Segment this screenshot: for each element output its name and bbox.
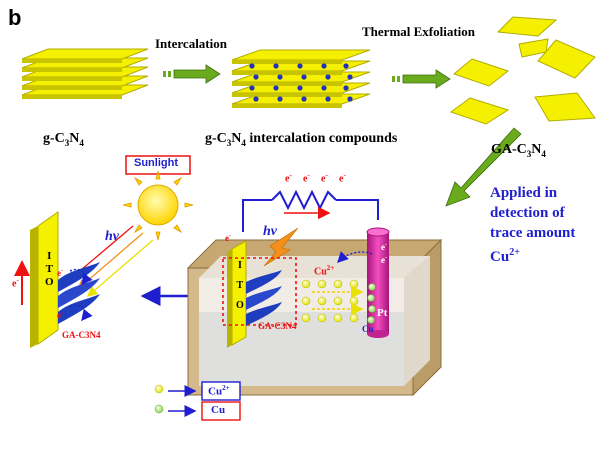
ito-letter: T — [236, 280, 244, 291]
external-circuit — [242, 189, 379, 232]
ga-label-zoom: GA-C3N4 — [62, 330, 101, 340]
ga-label-cell: GA-C3N4 — [258, 321, 297, 331]
ion-flow-arrows — [312, 285, 364, 316]
compound-label: g-C3N4 intercalation compounds — [205, 131, 398, 148]
zoom-box — [222, 257, 297, 326]
gcn-stack — [21, 48, 149, 99]
application-line-3: trace amount — [490, 225, 576, 241]
ito-label-cell: I T O — [236, 256, 244, 316]
exfoliation-label: Thermal Exfoliation — [362, 24, 476, 39]
sun-icon — [122, 155, 194, 241]
intercalated-stack — [231, 49, 371, 108]
cu-deposits — [367, 283, 376, 324]
ito-electrode — [227, 240, 282, 348]
application-line-1: Applied in — [490, 185, 558, 201]
ito-electrode-zoom — [14, 211, 100, 348]
electron-label-zoom: e- — [12, 276, 19, 290]
ito-letter: T — [45, 263, 53, 275]
application-arrow — [445, 127, 522, 207]
cu-ion-label: Cu2+ — [314, 264, 335, 278]
ito-letter: I — [47, 250, 52, 262]
ito-letter: O — [45, 276, 54, 288]
ito-letter: I — [237, 260, 242, 271]
application-text: Applied in detection of trace amount Cu2… — [490, 183, 575, 267]
circuit-electron-1: e- — [285, 171, 292, 185]
intercalation-label: Intercalation — [155, 36, 227, 51]
circuit-electron-4: e- — [339, 171, 346, 185]
ga-label: GA-C3N4 — [491, 142, 546, 159]
reduction-arrow — [337, 251, 373, 263]
legend-cu-marker — [154, 404, 164, 414]
ito-label-zoom: I T O — [45, 250, 54, 289]
electron-label-zoom-3: e- — [57, 310, 63, 320]
legend — [154, 381, 241, 421]
light-bolt-icon — [263, 227, 299, 267]
circuit-electron-3: e- — [321, 171, 328, 185]
pt-label: Pt — [377, 307, 388, 319]
cu-deposit-label: Cu — [362, 324, 374, 334]
ito-letter: O — [236, 300, 244, 311]
hv-label-zoom: hν — [105, 229, 119, 244]
intercalation-arrow — [163, 64, 221, 84]
legend-cu2-label: Cu2+ — [208, 384, 230, 398]
pt-electrons: e- e- — [381, 242, 387, 265]
electron-label-cell: e- — [225, 233, 231, 243]
legend-cu-label: Cu — [211, 404, 226, 416]
application-line-2: detection of — [490, 205, 565, 221]
application-line-4: Cu2+ — [490, 247, 520, 265]
legend-cu2-marker — [154, 384, 164, 394]
ga-flakes — [449, 16, 596, 125]
sunlight-label: Sunlight — [134, 157, 178, 169]
hv-label-cell: hν — [263, 224, 277, 239]
exfoliation-arrow — [392, 69, 451, 89]
electron-label-zoom-2: e- — [57, 268, 63, 278]
circuit-electron-2: e- — [303, 171, 310, 185]
panel-label: b — [8, 5, 22, 30]
gcn-label: g-C3N4 — [43, 131, 84, 148]
